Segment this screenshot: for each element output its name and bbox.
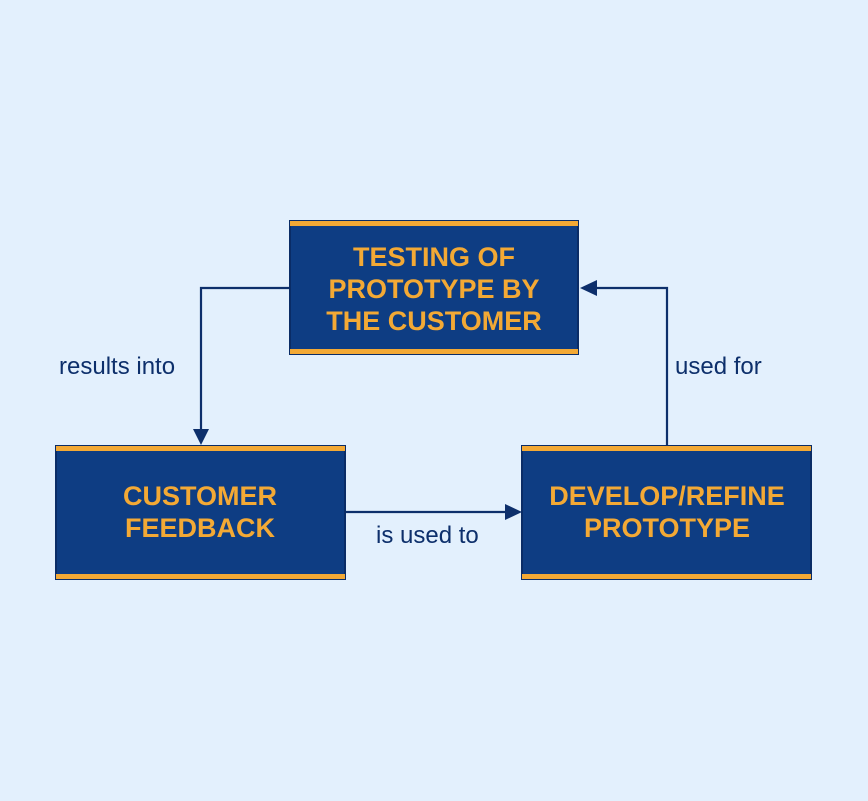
node-feedback-title-line-1: CUSTOMER [123, 481, 277, 511]
node-testing-title-line-1: TESTING OF [353, 242, 515, 272]
node-develop-accent-bottom [522, 574, 811, 579]
node-develop-title-line-1: DEVELOP/REFINE [549, 481, 785, 511]
edge-used-for-line [591, 286, 669, 446]
edge-labels: results into is used to used for [59, 353, 762, 549]
edge-label-is-used-to: is used to [376, 522, 479, 549]
node-feedback-box [55, 445, 346, 580]
node-testing-accent-bottom [290, 349, 578, 354]
node-testing-box [289, 220, 579, 355]
edge-results-into-arrowhead [193, 429, 209, 445]
node-feedback-title-line-2: FEEDBACK [125, 513, 276, 543]
node-develop-box [521, 445, 812, 580]
edge-label-results-into: results into [59, 353, 175, 380]
edge-used-for-arrowhead [580, 280, 597, 296]
edge-label-used-for: used for [675, 353, 762, 380]
node-testing-title-line-3: THE CUSTOMER [326, 306, 542, 336]
node-testing-of-prototype: TESTING OF PROTOTYPE BY THE CUSTOMER [289, 220, 579, 355]
node-customer-feedback: CUSTOMER FEEDBACK [55, 445, 346, 580]
node-testing-accent-top [290, 221, 578, 226]
node-develop-refine-prototype: DEVELOP/REFINE PROTOTYPE [521, 445, 812, 580]
node-testing-title-line-2: PROTOTYPE BY [328, 274, 539, 304]
edge-results-into-line [199, 286, 292, 438]
node-develop-title-line-2: PROTOTYPE [584, 513, 750, 543]
connectors [193, 280, 669, 520]
node-develop-accent-top [522, 446, 811, 451]
edge-is-used-to-arrowhead [505, 504, 522, 520]
node-feedback-accent-top [56, 446, 345, 451]
node-feedback-accent-bottom [56, 574, 345, 579]
